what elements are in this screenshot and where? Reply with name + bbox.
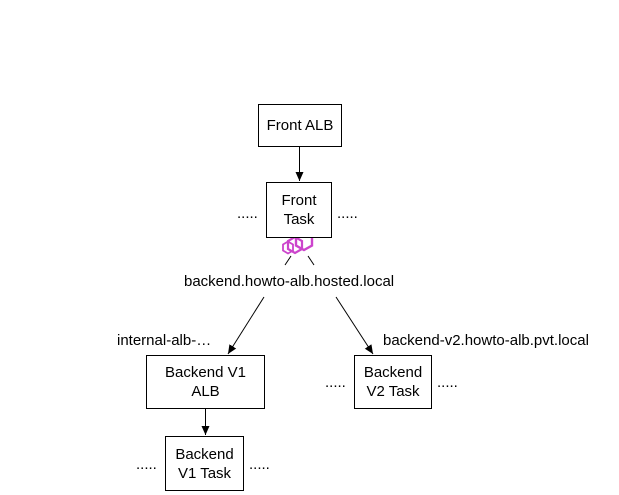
- backend-v2-dns-label: backend-v2.howto-alb.pvt.local: [383, 332, 589, 349]
- backend-v1-alb-label: Backend V1 ALB: [165, 364, 246, 400]
- edge-mesh-right-stub: [307, 255, 315, 266]
- backend-v2-task-node: Backend V2 Task: [354, 355, 432, 409]
- front-task-left-ellipsis: .....: [237, 205, 258, 222]
- internal-alb-label: internal-alb-…: [117, 332, 212, 349]
- v1-task-left-ellipsis: .....: [136, 456, 157, 473]
- v1-task-right-ellipsis: .....: [249, 456, 270, 473]
- front-task-right-ellipsis: .....: [337, 205, 358, 222]
- front-task-node: Front Task: [266, 182, 332, 238]
- front-task-label: Front Task: [281, 192, 317, 228]
- edge-backend-dns-to-v1-alb: [227, 296, 265, 355]
- edge-backend-dns-to-v2-task: [335, 296, 374, 355]
- mesh-hexagon-small: [282, 240, 294, 255]
- edge-mesh-left-stub: [284, 255, 292, 266]
- front-alb-node: Front ALB: [258, 104, 342, 147]
- backend-v1-alb-node: Backend V1 ALB: [146, 355, 265, 409]
- backend-v2-task-label: Backend V2 Task: [363, 364, 423, 400]
- backend-dns-label: backend.howto-alb.hosted.local: [184, 273, 395, 290]
- v2-task-left-ellipsis: .....: [325, 374, 346, 391]
- front-alb-label: Front ALB: [266, 117, 334, 134]
- backend-v1-task-label: Backend V1 Task: [175, 445, 234, 482]
- backend-v1-task-node: Backend V1 Task: [165, 436, 244, 491]
- v2-task-right-ellipsis: .....: [437, 374, 458, 391]
